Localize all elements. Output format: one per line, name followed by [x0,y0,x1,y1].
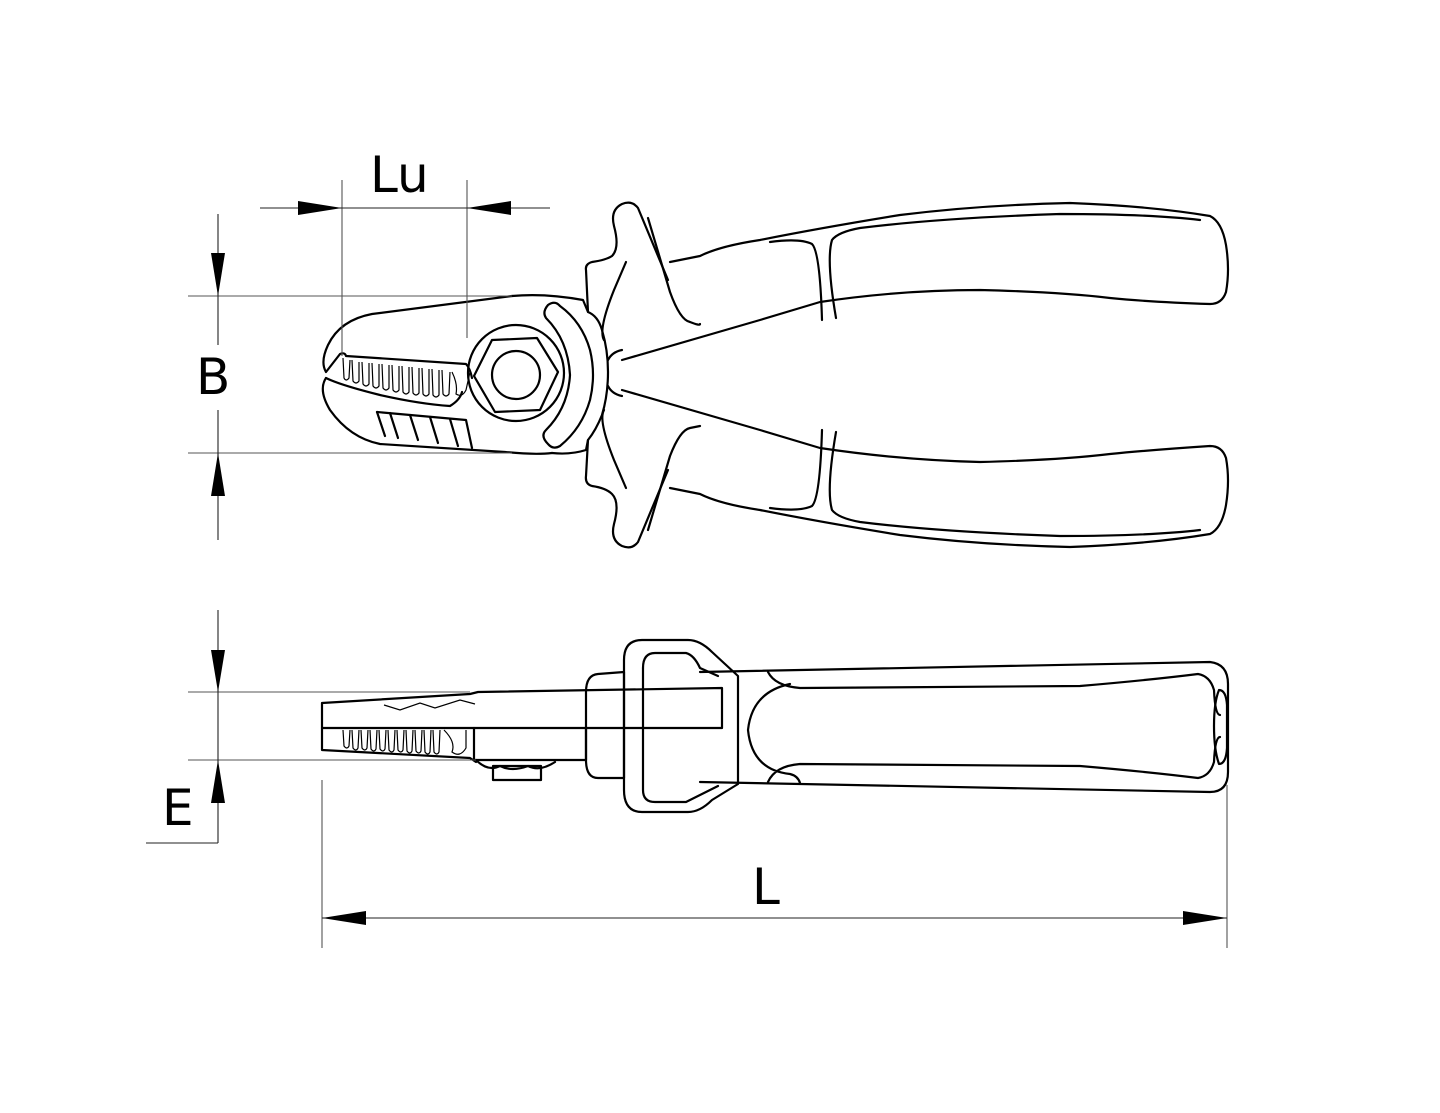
dimension-label-e: E [162,779,194,837]
upper-flange [584,201,670,314]
dimension-b [188,214,512,540]
lower-jaw [321,376,554,455]
lower-grip [768,428,824,511]
side-view [146,610,1230,948]
side-joint [472,726,588,762]
side-teeth [342,729,467,755]
side-handle-base [584,670,626,780]
pivot-bolt [490,349,542,401]
jaw-teeth [342,357,471,398]
side-flange [622,638,740,814]
side-jaw [320,686,724,730]
upper-handle [584,201,1230,362]
stripping-slots [375,410,474,450]
dimension-l [321,780,1228,948]
dimension-e [146,610,476,844]
dimension-lu [260,180,550,356]
pivot-joint [466,294,624,455]
hex-nut [472,336,560,414]
dimension-label-l: L [752,858,780,916]
side-grip-inset [746,670,1222,785]
top-view [188,180,1230,549]
lower-jaw-inner [324,376,464,408]
upper-grip [768,239,824,322]
dimension-label-lu: Lu [370,146,429,204]
pivot-guard [542,301,595,449]
lower-flange [584,438,670,549]
lower-handle [584,388,1230,549]
dimension-label-b: B [196,348,231,406]
